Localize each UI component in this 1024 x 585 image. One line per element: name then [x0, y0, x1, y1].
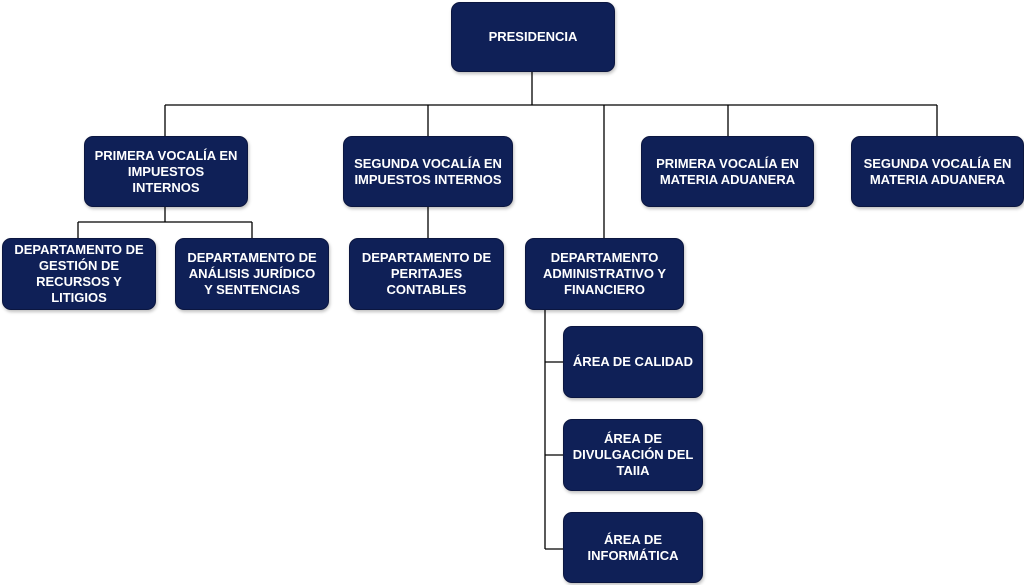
box-segunda-vocalia-impuestos: SEGUNDA VOCALÍA EN IMPUESTOS INTERNOS	[343, 136, 513, 207]
box-label: DEPARTAMENTO ADMINISTRATIVO Y FINANCIERO	[542, 250, 667, 297]
box-primera-vocalia-aduanera: PRIMERA VOCALÍA EN MATERIA ADUANERA	[641, 136, 814, 207]
box-departamento-analisis-juridico: DEPARTAMENTO DE ANÁLISIS JURÍDICO Y SENT…	[175, 238, 329, 310]
box-label: DEPARTAMENTO DE PERITAJES CONTABLES	[361, 250, 492, 297]
box-departamento-gestion-recursos: DEPARTAMENTO DE GESTIÓN DE RECURSOS Y LI…	[2, 238, 156, 310]
box-label: DEPARTAMENTO DE ANÁLISIS JURÍDICO Y SENT…	[187, 250, 317, 297]
box-area-calidad: ÁREA DE CALIDAD	[563, 326, 703, 398]
box-area-informatica: ÁREA DE INFORMÁTICA	[563, 512, 703, 583]
box-departamento-peritajes: DEPARTAMENTO DE PERITAJES CONTABLES	[349, 238, 504, 310]
box-label: ÁREA DE CALIDAD	[572, 354, 694, 369]
box-primera-vocalia-impuestos: PRIMERA VOCALÍA EN IMPUESTOS INTERNOS	[84, 136, 248, 207]
box-label: DEPARTAMENTO DE GESTIÓN DE RECURSOS Y LI…	[14, 242, 144, 305]
box-departamento-administrativo: DEPARTAMENTO ADMINISTRATIVO Y FINANCIERO	[525, 238, 684, 310]
box-label: ÁREA DE DIVULGACIÓN DEL TAIIA	[572, 431, 694, 478]
box-label: PRIMERA VOCALÍA EN IMPUESTOS INTERNOS	[94, 147, 238, 195]
box-segunda-vocalia-aduanera: SEGUNDA VOCALÍA EN MATERIA ADUANERA	[851, 136, 1024, 207]
box-label: ÁREA DE INFORMÁTICA	[587, 531, 679, 563]
box-label: PRIMERA VOCALÍA EN MATERIA ADUANERA	[656, 155, 799, 187]
box-presidencia: PRESIDENCIA	[451, 2, 615, 72]
box-label: SEGUNDA VOCALÍA EN IMPUESTOS INTERNOS	[354, 155, 502, 187]
box-label: SEGUNDA VOCALÍA EN MATERIA ADUANERA	[863, 155, 1012, 187]
box-area-divulgacion: ÁREA DE DIVULGACIÓN DEL TAIIA	[563, 419, 703, 491]
box-label: PRESIDENCIA	[488, 29, 578, 44]
